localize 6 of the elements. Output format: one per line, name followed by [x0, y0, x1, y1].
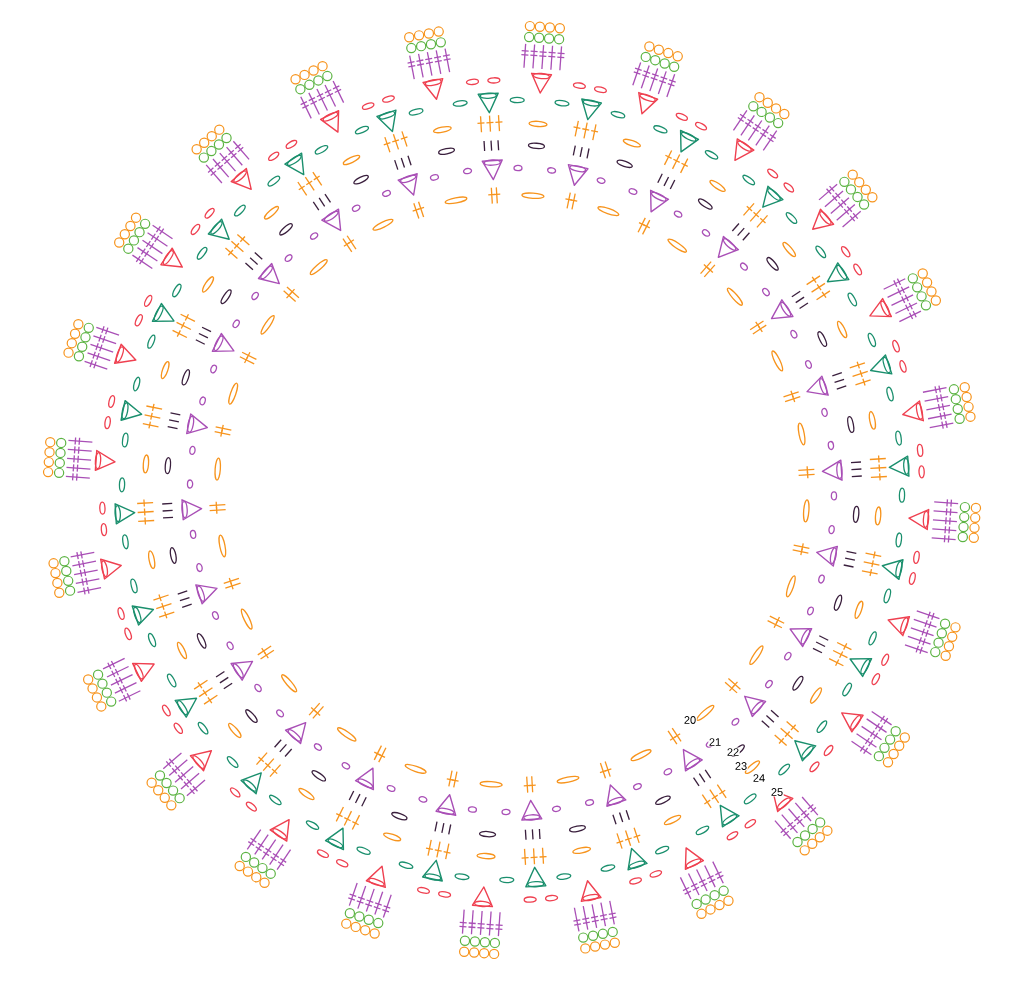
round-number: 25: [770, 787, 784, 797]
round-number: 22: [726, 747, 740, 757]
round-number: 20: [683, 715, 697, 725]
round-number: 21: [708, 737, 722, 747]
round-number: 23: [734, 761, 748, 771]
round-number: 24: [752, 773, 766, 783]
